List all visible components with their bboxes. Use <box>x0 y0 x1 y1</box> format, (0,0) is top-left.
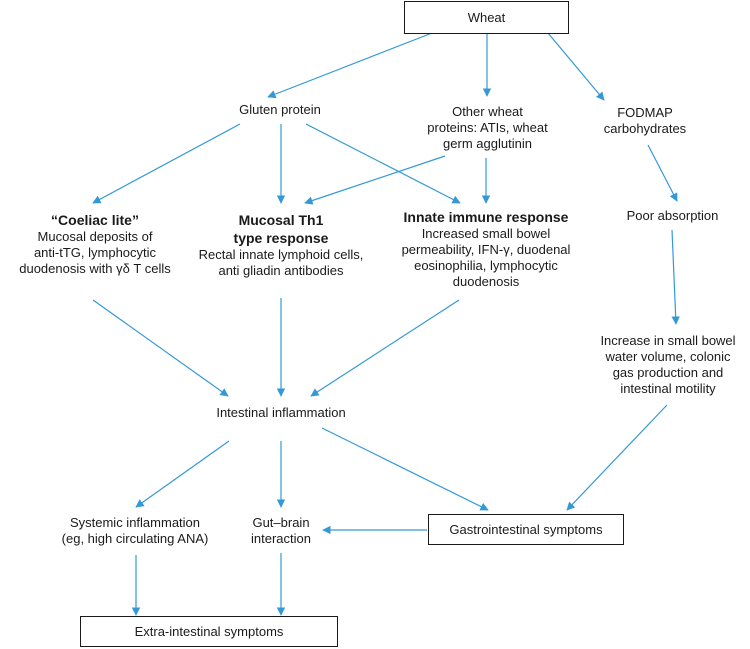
arrow-fodmap-to-poor-absorption <box>647 144 678 202</box>
mucosal-th1-line-1: Rectal innate lymphoid cells, <box>198 247 364 262</box>
poor-absorption-label: Poor absorption <box>626 208 719 223</box>
innate-immune-node: Innate immune response Increased small b… <box>388 208 584 290</box>
innate-line-2: permeability, IFN-γ, duodenal <box>401 242 571 257</box>
innate-line-1: Increased small bowel <box>421 226 551 241</box>
increase-line-1: Increase in small bowel <box>600 333 736 348</box>
coeliac-lite-title: “Coeliac lite” <box>51 212 139 228</box>
wheat-label: Wheat <box>467 9 506 25</box>
innate-line-3: eosinophilia, lymphocytic <box>414 258 558 273</box>
other-wheat-line-3: germ agglutinin <box>443 136 532 151</box>
arrow-gluten-to-coeliac <box>92 123 241 204</box>
arrow-increase-to-gi <box>566 404 668 511</box>
arrow-wheat-to-fodmap <box>547 32 605 101</box>
mucosal-th1-title-2: type response <box>233 230 329 246</box>
fodmap-node: FODMAP carbohydrates <box>580 105 710 137</box>
extra-intestinal-label: Extra-intestinal symptoms <box>134 623 284 639</box>
gut-brain-line-2: interaction <box>251 531 311 546</box>
gut-brain-line-1: Gut–brain <box>252 515 310 530</box>
coeliac-lite-line-3: duodenosis with γδ T cells <box>19 261 171 276</box>
arrow-poor-absorption-to-increase <box>671 229 680 325</box>
mucosal-th1-line-2: anti gliadin antibodies <box>218 263 344 278</box>
gut-brain-node: Gut–brain interaction <box>235 515 327 547</box>
wheat-box: Wheat <box>404 1 569 34</box>
arrow-innate-to-inflammation <box>310 299 460 397</box>
intestinal-inflammation-label: Intestinal inflammation <box>216 405 346 420</box>
innate-line-4: duodenosis <box>452 274 520 289</box>
other-wheat-line-2: proteins: ATIs, wheat <box>427 120 548 135</box>
systemic-line-1: Systemic inflammation <box>69 515 201 530</box>
other-wheat-proteins-node: Other wheat proteins: ATIs, wheat germ a… <box>405 104 570 152</box>
innate-immune-title: Innate immune response <box>403 209 569 225</box>
gi-symptoms-box: Gastrointestinal symptoms <box>428 514 624 545</box>
increase-line-4: intestinal motility <box>620 381 716 396</box>
arrow-inflammation-to-systemic <box>135 440 230 508</box>
arrow-inflammation-to-gi <box>321 427 489 511</box>
gluten-protein-label: Gluten protein <box>239 102 321 117</box>
gluten-protein-node: Gluten protein <box>205 102 355 118</box>
extra-intestinal-box: Extra-intestinal symptoms <box>80 616 338 647</box>
coeliac-lite-line-2: anti-tTG, lymphocytic <box>33 245 157 260</box>
increase-line-2: water volume, colonic <box>605 349 731 364</box>
increase-water-node: Increase in small bowel water volume, co… <box>588 333 748 397</box>
systemic-line-2: (eg, high circulating ANA) <box>61 531 209 546</box>
poor-absorption-node: Poor absorption <box>605 208 740 224</box>
fodmap-line-2: carbohydrates <box>603 121 687 136</box>
coeliac-lite-line-1: Mucosal deposits of <box>37 229 153 244</box>
systemic-inflammation-node: Systemic inflammation (eg, high circulat… <box>40 515 230 547</box>
mucosal-th1-node: Mucosal Th1 type response Rectal innate … <box>186 211 376 279</box>
intestinal-inflammation-node: Intestinal inflammation <box>191 405 371 421</box>
arrow-coeliac-to-inflammation <box>92 299 229 397</box>
coeliac-lite-node: “Coeliac lite” Mucosal deposits of anti-… <box>5 211 185 277</box>
arrow-other-wheat-to-th1 <box>304 155 446 205</box>
increase-line-3: gas production and <box>612 365 724 380</box>
other-wheat-line-1: Other wheat <box>452 104 523 119</box>
gi-symptoms-label: Gastrointestinal symptoms <box>449 521 603 537</box>
fodmap-line-1: FODMAP <box>617 105 673 120</box>
arrow-wheat-to-gluten <box>267 32 433 99</box>
arrow-gluten-to-innate <box>305 123 461 204</box>
mucosal-th1-title-1: Mucosal Th1 <box>238 212 324 228</box>
